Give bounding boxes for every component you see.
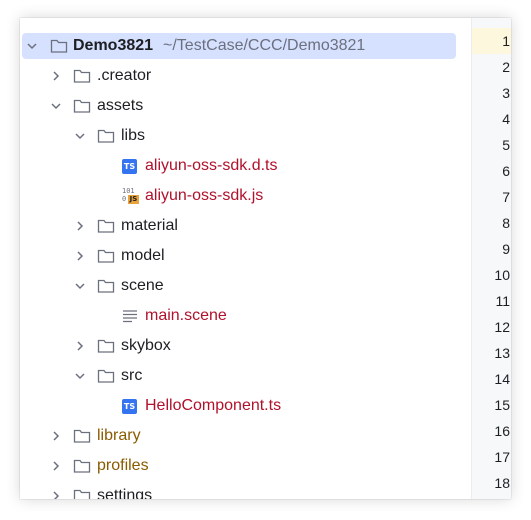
folder-icon — [73, 488, 91, 499]
tree-item-label: main.scene — [145, 307, 227, 324]
line-number: 7 — [502, 189, 510, 205]
line-number: 14 — [494, 371, 510, 387]
chevron-down-icon[interactable] — [49, 99, 63, 113]
root-path: ~/TestCase/CCC/Demo3821 — [163, 37, 366, 54]
chevron-right-icon[interactable] — [73, 219, 87, 233]
line-number: 5 — [502, 137, 510, 153]
tree-item-profiles[interactable]: profiles — [20, 451, 471, 481]
tree-item-label: material — [121, 217, 178, 234]
line-number: 13 — [494, 345, 510, 361]
folder-icon — [97, 338, 115, 354]
tree-item-label: HelloComponent.ts — [145, 397, 282, 414]
line-number: 12 — [494, 319, 510, 335]
line-number: 2 — [502, 59, 510, 75]
line-number: 10 — [494, 267, 510, 283]
js-badge: JS — [128, 195, 139, 204]
tree-item-model[interactable]: model — [20, 241, 471, 271]
folder-icon — [97, 128, 115, 144]
tree-item-main-scene[interactable]: main.scene — [20, 301, 471, 331]
tree-item-label: skybox — [121, 337, 171, 354]
selection-highlight — [22, 33, 456, 59]
chevron-right-icon[interactable] — [49, 69, 63, 83]
text-file-icon — [122, 308, 140, 324]
binary-digits: 101 — [122, 187, 135, 195]
tree-item-label: .creator — [97, 67, 152, 84]
tree-item-aliyun-dts[interactable]: TS aliyun-oss-sdk.d.ts — [20, 151, 471, 181]
line-number: 6 — [502, 163, 510, 179]
folder-icon — [97, 248, 115, 264]
editor-gutter: 1 2 3 4 5 6 7 8 9 10 11 12 13 14 15 16 1… — [471, 18, 511, 499]
tree-item-label: aliyun-oss-sdk.d.ts — [145, 157, 278, 174]
folder-icon — [73, 458, 91, 474]
tree-item-label: src — [121, 367, 143, 384]
tree-item-label: aliyun-oss-sdk.js — [145, 187, 264, 204]
tree-item-hellocomponent[interactable]: TS HelloComponent.ts — [20, 391, 471, 421]
project-window: Demo3821 ~/TestCase/CCC/Demo3821 .creato… — [20, 18, 511, 499]
tree-item-label: libs — [121, 127, 146, 144]
tree-item-src[interactable]: src — [20, 361, 471, 391]
typescript-file-icon: TS — [122, 399, 137, 414]
folder-icon — [97, 278, 115, 294]
line-number: 16 — [494, 423, 510, 439]
javascript-file-icon: 101 0 JS — [122, 187, 140, 205]
line-number: 9 — [502, 241, 510, 257]
tree-root-row[interactable]: Demo3821 ~/TestCase/CCC/Demo3821 — [20, 31, 471, 61]
chevron-down-icon[interactable] — [73, 279, 87, 293]
chevron-right-icon[interactable] — [73, 249, 87, 263]
current-line-highlight — [472, 28, 511, 54]
folder-icon — [50, 38, 68, 54]
tree-item-aliyun-js[interactable]: 101 0 JS aliyun-oss-sdk.js — [20, 181, 471, 211]
tree-item-creator[interactable]: .creator — [20, 61, 471, 91]
typescript-file-icon: TS — [122, 159, 137, 174]
line-number: 11 — [495, 293, 510, 309]
folder-icon — [73, 98, 91, 114]
root-name: Demo3821 — [73, 37, 154, 54]
folder-icon — [97, 368, 115, 384]
line-number: 8 — [502, 215, 510, 231]
line-number: 17 — [494, 449, 510, 465]
chevron-right-icon[interactable] — [73, 339, 87, 353]
binary-digit: 0 — [122, 195, 127, 203]
line-number: 18 — [494, 475, 510, 491]
tree-item-label: scene — [121, 277, 164, 294]
chevron-right-icon[interactable] — [49, 429, 63, 443]
tree-item-material[interactable]: material — [20, 211, 471, 241]
chevron-right-icon[interactable] — [49, 459, 63, 473]
tree-item-label: settings — [97, 487, 153, 499]
tree-item-label: model — [121, 247, 165, 264]
chevron-down-icon[interactable] — [73, 369, 87, 383]
tree-item-library[interactable]: library — [20, 421, 471, 451]
chevron-down-icon[interactable] — [25, 39, 39, 53]
line-number: 4 — [502, 111, 510, 127]
tree-item-libs[interactable]: libs — [20, 121, 471, 151]
folder-icon — [73, 428, 91, 444]
tree-item-label: library — [97, 427, 141, 444]
tree-item-settings[interactable]: settings — [20, 481, 471, 499]
tree-item-label: assets — [97, 97, 144, 114]
folder-icon — [97, 218, 115, 234]
chevron-right-icon[interactable] — [49, 489, 63, 499]
tree-item-label: profiles — [97, 457, 149, 474]
line-number: 1 — [502, 33, 510, 49]
line-number: 3 — [502, 85, 510, 101]
project-tree: Demo3821 ~/TestCase/CCC/Demo3821 .creato… — [20, 18, 471, 499]
tree-item-assets[interactable]: assets — [20, 91, 471, 121]
line-number: 15 — [494, 397, 510, 413]
chevron-down-icon[interactable] — [73, 129, 87, 143]
tree-item-scene[interactable]: scene — [20, 271, 471, 301]
tree-item-skybox[interactable]: skybox — [20, 331, 471, 361]
folder-icon — [73, 68, 91, 84]
